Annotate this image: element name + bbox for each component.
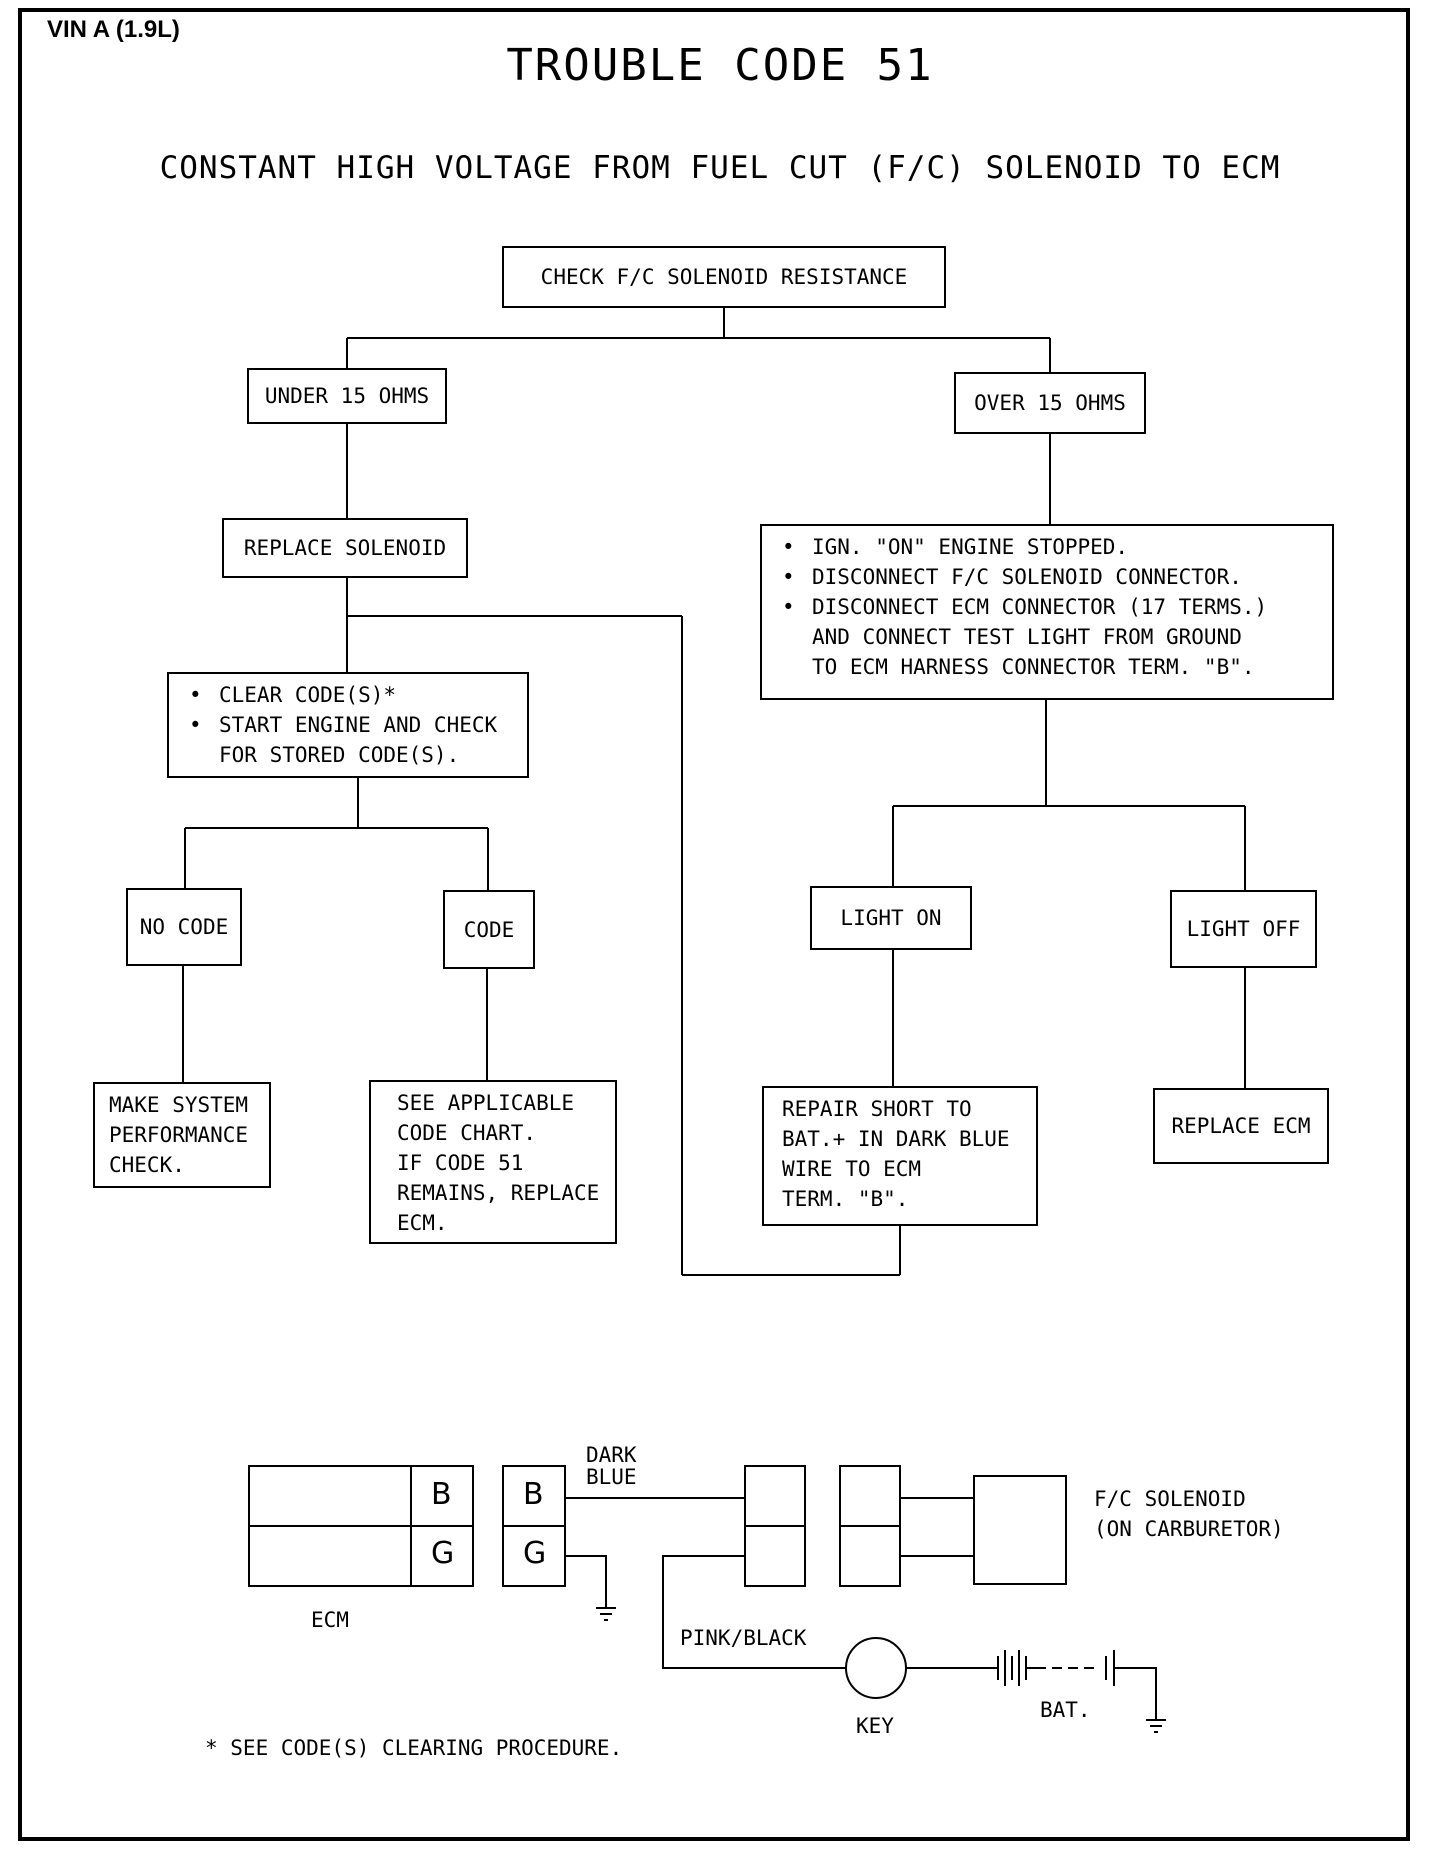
pink-black-wire-label: PINK/BLACK: [680, 1626, 807, 1650]
ign-steps-box: IGN. "ON" ENGINE STOPPED. DISCONNECT F/C…: [760, 524, 1334, 700]
text-line: SEE APPLICABLE: [397, 1091, 575, 1115]
page-subtitle: CONSTANT HIGH VOLTAGE FROM FUEL CUT (F/C…: [159, 150, 1281, 186]
text-line: (ON CARBURETOR): [1094, 1517, 1284, 1541]
code-box: CODE: [443, 890, 535, 969]
clear-codes-list: CLEAR CODE(S)* START ENGINE AND CHECK: [183, 680, 513, 740]
under-15-ohms-box: UNDER 15 OHMS: [247, 368, 447, 424]
text-line: CODE CHART.: [397, 1121, 537, 1145]
ign-step: DISCONNECT F/C SOLENOID CONNECTOR.: [776, 562, 1318, 592]
text-line: TERM. "B".: [782, 1187, 909, 1211]
ecm-pin-b: B: [431, 1477, 452, 1512]
text-line: WIRE TO ECM: [782, 1157, 922, 1181]
connector-pin-b: B: [523, 1477, 544, 1512]
text-line: BLUE: [586, 1465, 637, 1489]
ign-step-cont: TO ECM HARNESS CONNECTOR TERM. "B".: [812, 655, 1255, 679]
ecm-pin-g: G: [431, 1536, 455, 1571]
text-line: REPAIR SHORT TO: [782, 1097, 972, 1121]
connector-pin-g: G: [523, 1536, 547, 1571]
page-title: TROUBLE CODE 51: [506, 40, 934, 91]
text-line: MAKE SYSTEM: [109, 1093, 249, 1117]
replace-solenoid-box: REPLACE SOLENOID: [222, 518, 468, 578]
repair-short-box: REPAIR SHORT TO BAT.+ IN DARK BLUE WIRE …: [762, 1086, 1038, 1226]
text-line: ECM.: [397, 1211, 448, 1235]
light-on-box: LIGHT ON: [810, 886, 972, 950]
text-line: F/C SOLENOID: [1094, 1487, 1246, 1511]
make-system-check-box: MAKE SYSTEM PERFORMANCE CHECK.: [93, 1082, 271, 1188]
check-resistance-box: CHECK F/C SOLENOID RESISTANCE: [502, 246, 946, 308]
text-line: CHECK.: [109, 1153, 185, 1177]
no-code-box: NO CODE: [126, 888, 242, 966]
clear-codes-step-cont: FOR STORED CODE(S).: [219, 743, 460, 767]
text-line: BAT.+ IN DARK BLUE: [782, 1127, 1010, 1151]
text-line: REMAINS, REPLACE: [397, 1181, 600, 1205]
see-applicable-box: SEE APPLICABLE CODE CHART. IF CODE 51 RE…: [369, 1080, 617, 1244]
ecm-label: ECM: [311, 1608, 349, 1632]
replace-ecm-box: REPLACE ECM: [1153, 1088, 1329, 1164]
ign-steps-list: IGN. "ON" ENGINE STOPPED. DISCONNECT F/C…: [776, 532, 1318, 622]
key-label: KEY: [856, 1714, 894, 1738]
light-off-box: LIGHT OFF: [1170, 890, 1317, 968]
page-frame: [18, 8, 1410, 1841]
clear-codes-step: CLEAR CODE(S)*: [183, 680, 513, 710]
ign-step: DISCONNECT ECM CONNECTOR (17 TERMS.): [776, 592, 1318, 622]
ign-step: IGN. "ON" ENGINE STOPPED.: [776, 532, 1318, 562]
footnote: * SEE CODE(S) CLEARING PROCEDURE.: [205, 1736, 623, 1760]
text-line: IF CODE 51: [397, 1151, 524, 1175]
text-line: PERFORMANCE: [109, 1123, 249, 1147]
battery-label: BAT.: [1040, 1698, 1091, 1722]
ign-step-cont: AND CONNECT TEST LIGHT FROM GROUND: [812, 625, 1242, 649]
text-line: DARK: [586, 1443, 637, 1467]
dark-blue-wire-label: DARK BLUE: [586, 1444, 637, 1488]
clear-codes-step: START ENGINE AND CHECK: [183, 710, 513, 740]
solenoid-label: F/C SOLENOID (ON CARBURETOR): [1094, 1484, 1284, 1544]
over-15-ohms-box: OVER 15 OHMS: [954, 372, 1146, 434]
clear-codes-box: CLEAR CODE(S)* START ENGINE AND CHECK FO…: [167, 672, 529, 778]
vin-label: VIN A (1.9L): [47, 16, 180, 43]
